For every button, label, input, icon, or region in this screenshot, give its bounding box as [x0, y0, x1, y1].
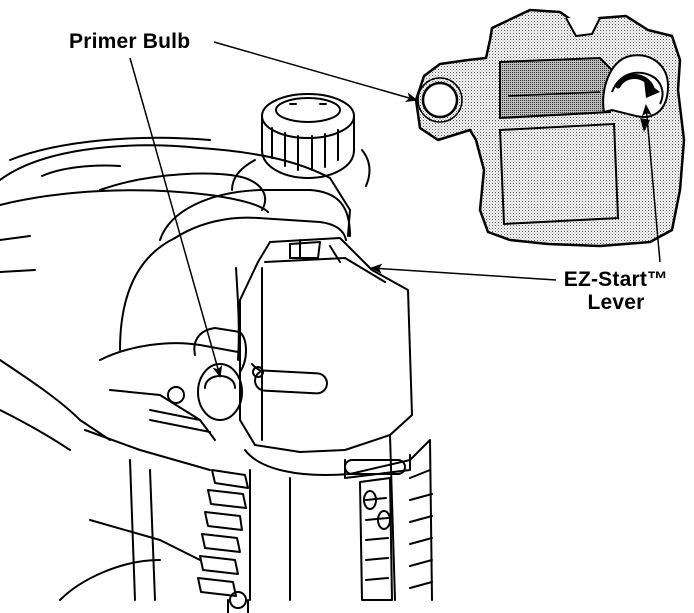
leader-lines — [129, 41, 661, 378]
inset-housing — [414, 8, 686, 248]
trimmer-engine — [0, 93, 433, 613]
primer-bulb-label: Primer Bulb — [69, 30, 191, 53]
ez-start-leader-inset — [641, 104, 661, 263]
primer-leader-inset — [213, 41, 418, 103]
ez-start-leader-engine — [370, 263, 557, 281]
primer-leader-engine — [129, 57, 223, 378]
ez-start-lever-label: EZ-Start™ Lever — [556, 268, 676, 314]
ez-start-label-line1: EZ-Start™ — [563, 268, 669, 291]
ez-start-label-line2: Lever — [587, 291, 645, 314]
